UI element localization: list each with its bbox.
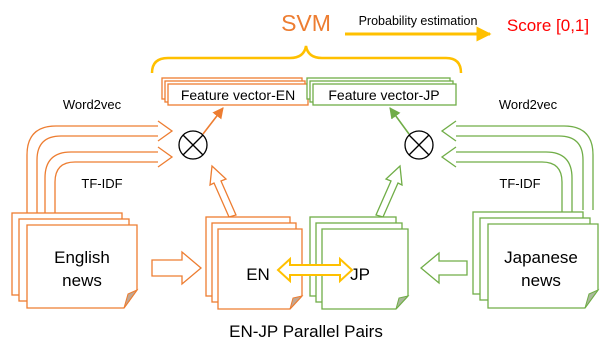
score-label: Score [0,1]: [507, 16, 589, 35]
feature-vector-en-label: Feature vector-EN: [181, 87, 295, 103]
arrow-operator-to-feature-en: [202, 107, 224, 135]
english-news-line2: news: [62, 271, 102, 290]
word2vec-left-arrow: [26, 120, 174, 213]
combine-operator-right-icon: [404, 130, 434, 160]
feature-vector-en-stack: Feature vector-EN: [161, 77, 309, 106]
japanese-news-line2: news: [521, 271, 561, 290]
svm-label: SVM: [281, 10, 331, 36]
tfidf-left-label: TF-IDF: [81, 176, 122, 191]
arrow-japanese-to-jp: [419, 251, 468, 285]
parallel-pairs-caption: EN-JP Parallel Pairs: [229, 322, 383, 341]
en-label: EN: [246, 265, 270, 284]
feature-vector-jp-stack: Feature vector-JP: [306, 77, 457, 106]
feature-vector-jp-label: Feature vector-JP: [328, 87, 439, 103]
word2vec-left-label: Word2vec: [63, 97, 122, 112]
parallel-pair-double-arrow: [276, 256, 354, 284]
japanese-news-document-stack: Japanese news: [472, 211, 600, 309]
svm-brace: [150, 45, 463, 74]
arrow-operator-to-feature-jp: [389, 107, 410, 135]
word2vec-right-label: Word2vec: [499, 97, 558, 112]
probability-label: Probability estimation: [359, 14, 478, 28]
english-news-line1: English: [54, 248, 110, 267]
tfidf-right-label: TF-IDF: [499, 176, 540, 191]
english-news-document-stack: English news: [11, 212, 139, 309]
jp-document-stack: JP: [309, 216, 410, 310]
tfidf-left-arrow: [44, 146, 174, 213]
japanese-news-line1: Japanese: [504, 248, 578, 267]
combine-operator-left-icon: [178, 130, 208, 160]
arrow-english-to-en: [151, 250, 203, 286]
word2vec-right-arrow: [440, 120, 594, 210]
arrow-jp-to-operator: [375, 164, 403, 218]
en-document-stack: EN: [205, 216, 304, 310]
tfidf-right-arrow: [440, 146, 573, 213]
jp-label: JP: [350, 265, 370, 284]
arrow-en-to-operator: [209, 164, 237, 218]
